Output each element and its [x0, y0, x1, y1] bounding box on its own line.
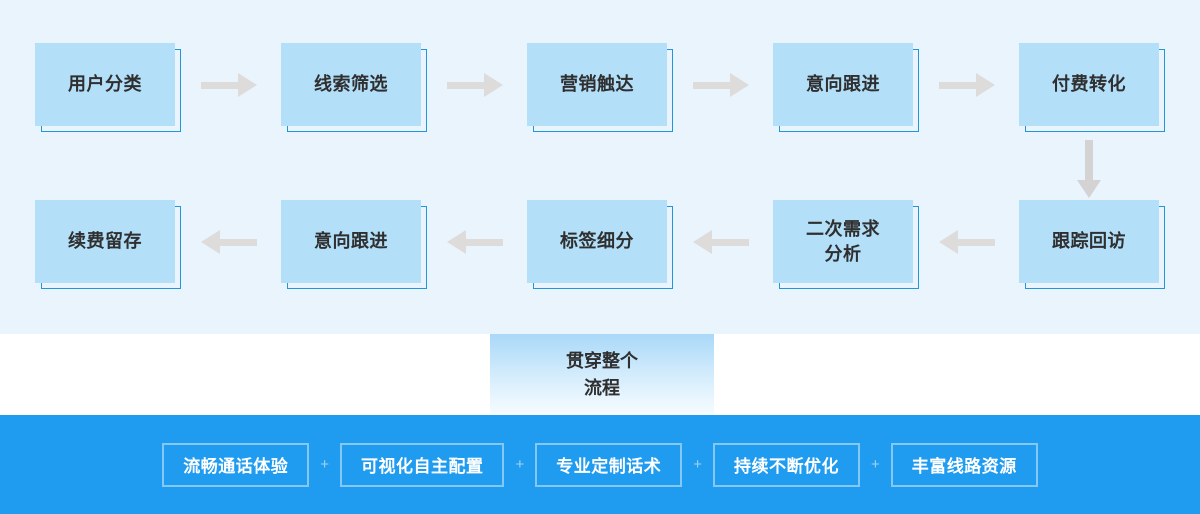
node-fill: 续费留存 [35, 200, 175, 283]
flow-node-label: 用户分类 [68, 74, 142, 94]
arrow-head [1077, 180, 1101, 198]
arrow-left-icon [693, 230, 749, 254]
feature-tag-visual-config[interactable]: 可视化自主配置 [339, 442, 505, 487]
spanning-callout-label: 贯穿整个 流程 [566, 351, 638, 398]
flow-node-label: 意向跟进 [806, 74, 880, 94]
arrow-left-icon [939, 230, 995, 254]
node-fill: 意向跟进 [281, 200, 421, 283]
arrow-shaft [693, 82, 731, 89]
flow-node-renewal-retention[interactable]: 续费留存 [35, 200, 181, 289]
node-fill: 意向跟进 [773, 43, 913, 126]
flow-node-label: 标签细分 [560, 231, 634, 251]
flow-node-label: 意向跟进 [314, 231, 388, 251]
plus-separator-icon: + [515, 455, 525, 473]
arrow-right-icon [939, 73, 995, 97]
plus-separator-icon: + [693, 455, 703, 473]
arrow-right-icon [447, 73, 503, 97]
arrow-head [238, 73, 257, 97]
arrow-down-icon [1077, 140, 1101, 198]
arrow-head [939, 230, 958, 254]
flow-node-followup-revisit[interactable]: 跟踪回访 [1019, 200, 1165, 289]
node-fill: 营销触达 [527, 43, 667, 126]
spanning-callout: 贯穿整个 流程 [490, 334, 714, 416]
flow-node-label: 营销触达 [560, 74, 634, 94]
feature-tag-rich-line-resources[interactable]: 丰富线路资源 [890, 442, 1038, 487]
feature-bar: 流畅通话体验 + 可视化自主配置 + 专业定制话术 + 持续不断优化 + 丰富线… [0, 415, 1200, 514]
arrow-shaft [1085, 140, 1093, 180]
feature-tag-custom-script[interactable]: 专业定制话术 [535, 442, 683, 487]
node-fill: 用户分类 [35, 43, 175, 126]
arrow-head [693, 230, 712, 254]
flow-node-label: 跟踪回访 [1052, 231, 1126, 251]
flow-node-intent-followup-bottom[interactable]: 意向跟进 [281, 200, 427, 289]
flow-node-label: 续费留存 [68, 231, 142, 251]
flow-node-lead-screening[interactable]: 线索筛选 [281, 43, 427, 132]
arrow-head [447, 230, 466, 254]
arrow-shaft [465, 239, 503, 246]
feature-tag-continuous-optimization[interactable]: 持续不断优化 [713, 442, 861, 487]
node-fill: 二次需求 分析 [773, 200, 913, 283]
arrow-right-icon [693, 73, 749, 97]
flow-node-intent-followup-top[interactable]: 意向跟进 [773, 43, 919, 132]
flow-node-secondary-demand-analysis[interactable]: 二次需求 分析 [773, 200, 919, 289]
arrow-head [201, 230, 220, 254]
plus-separator-icon: + [320, 455, 329, 473]
arrow-head [730, 73, 749, 97]
arrow-shaft [219, 239, 257, 246]
node-fill: 线索筛选 [281, 43, 421, 126]
arrow-left-icon [447, 230, 503, 254]
arrow-shaft [447, 82, 485, 89]
feature-tag-smooth-call[interactable]: 流畅通话体验 [162, 442, 310, 487]
arrow-right-icon [201, 73, 257, 97]
arrow-shaft [201, 82, 239, 89]
arrow-shaft [957, 239, 995, 246]
flow-node-paid-conversion[interactable]: 付费转化 [1019, 43, 1165, 132]
node-fill: 付费转化 [1019, 43, 1159, 126]
plus-separator-icon: + [871, 455, 880, 473]
arrow-left-icon [201, 230, 257, 254]
flow-node-label: 二次需求 分析 [806, 218, 880, 264]
node-fill: 标签细分 [527, 200, 667, 283]
flow-node-tag-segmentation[interactable]: 标签细分 [527, 200, 673, 289]
flow-node-user-classification[interactable]: 用户分类 [35, 43, 181, 132]
arrow-head [484, 73, 503, 97]
arrow-shaft [711, 239, 749, 246]
flow-diagram-panel: 用户分类 线索筛选 营销触达 意向跟进 付费转化 [0, 0, 1200, 334]
arrow-head [976, 73, 995, 97]
flow-node-label: 付费转化 [1052, 74, 1126, 94]
arrow-shaft [939, 82, 977, 89]
node-fill: 跟踪回访 [1019, 200, 1159, 283]
flow-node-label: 线索筛选 [314, 74, 388, 94]
flow-node-marketing-reach[interactable]: 营销触达 [527, 43, 673, 132]
